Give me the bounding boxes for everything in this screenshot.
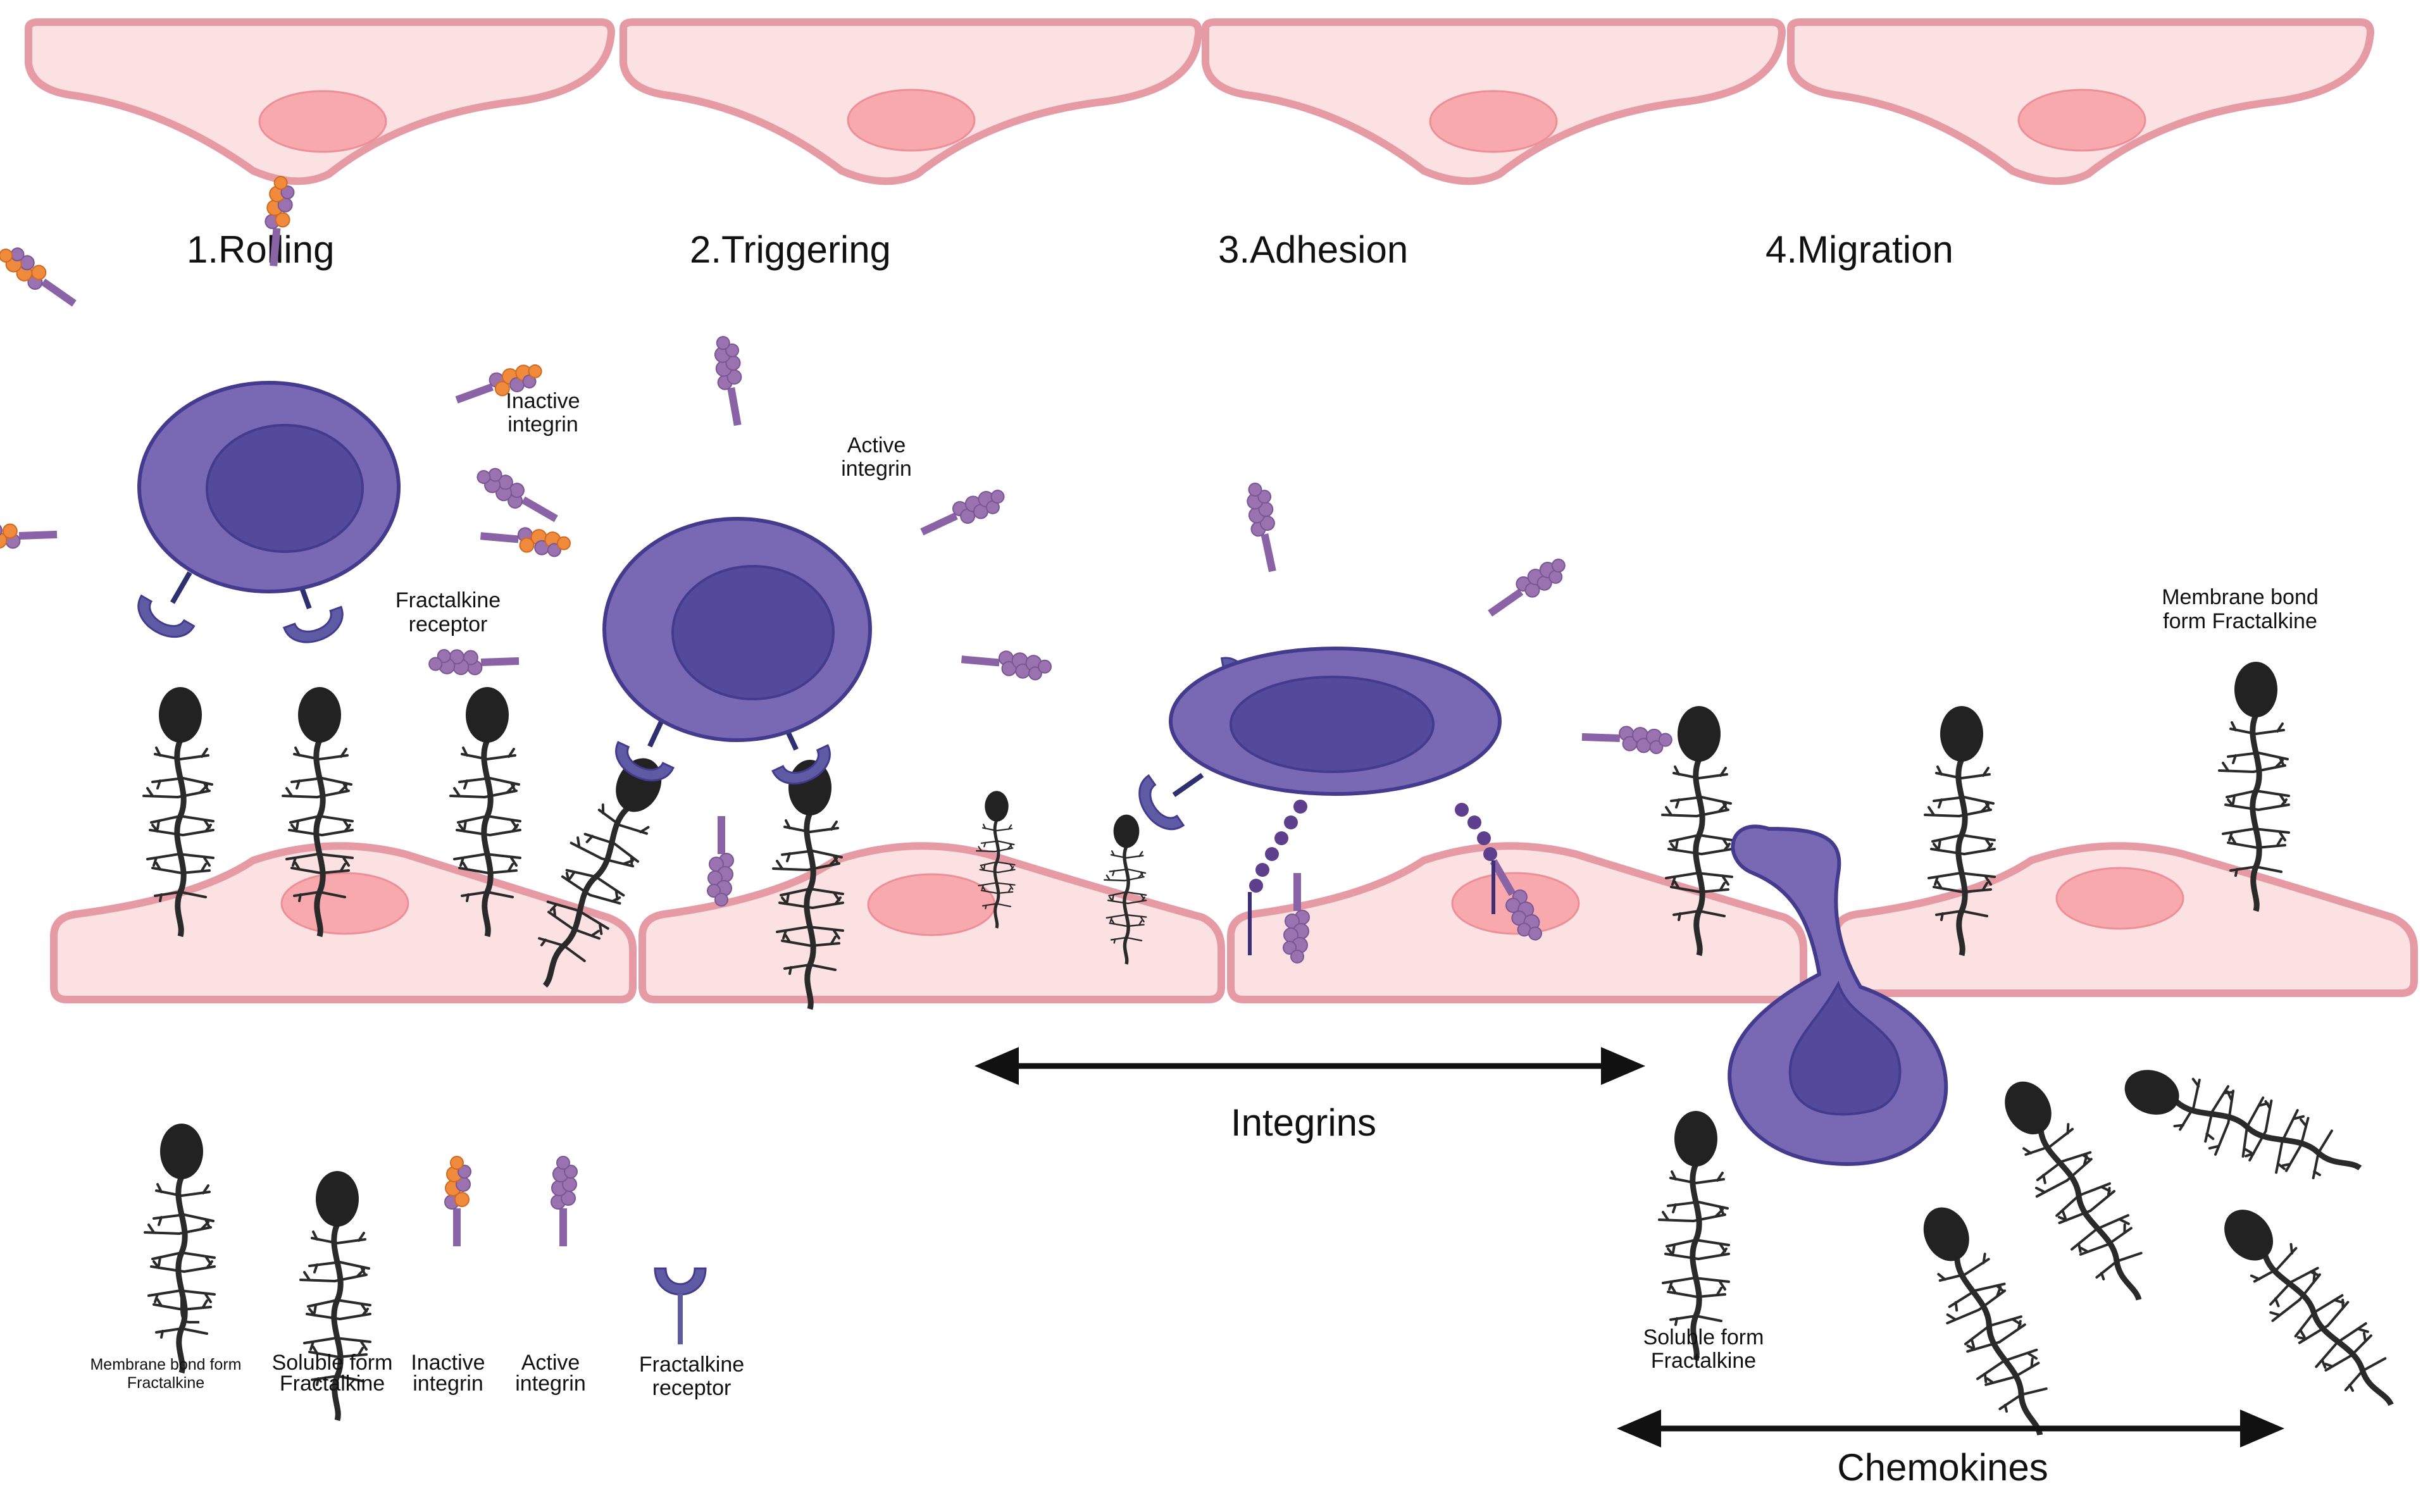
legend-membrane-bond-label-2: Fractalkine <box>127 1374 204 1392</box>
legend-membrane-bond-label-1: Membrane bond form <box>90 1356 241 1373</box>
annotation-membrane-bond-1: Membrane bond <box>2162 585 2319 609</box>
step-label-triggering: 2.Triggering <box>690 228 891 271</box>
legend-soluble-label-2: Fractalkine <box>280 1372 385 1396</box>
annotation-fractalkine-receptor-2: receptor <box>409 612 488 636</box>
legend-active-integrin-icon <box>551 1156 578 1247</box>
legend-receptor-label-1: Fractalkine <box>639 1353 744 1377</box>
annotation-soluble-form-1: Soluble form <box>1643 1325 1764 1349</box>
fractalkine-soluble-2 <box>1902 1195 2070 1451</box>
legend-inactive-label-1: Inactive <box>411 1351 485 1375</box>
top-endothelial-cell-1 <box>25 18 615 185</box>
step-label-adhesion: 3.Adhesion <box>1218 228 1408 271</box>
leukocyte-rolling <box>0 175 572 650</box>
legend-active-label-2: integrin <box>515 1372 586 1396</box>
legend-soluble-label-1: Soluble form <box>272 1351 393 1375</box>
legend-inactive-integrin-icon <box>444 1156 471 1247</box>
legend-active-label-1: Active <box>521 1351 580 1375</box>
annotation-fractalkine-receptor-1: Fractalkine <box>395 588 501 612</box>
top-endothelial-cell-4 <box>1787 18 2374 185</box>
chemokines-label: Chemokines <box>1837 1446 2048 1489</box>
legend: Membrane bond form Fractalkine Soluble f… <box>90 1124 744 1420</box>
bottom-endothelial-row <box>50 842 2418 1003</box>
top-endothelial-cell-2 <box>620 18 1203 185</box>
top-endothelial-cell-3 <box>1202 18 1786 185</box>
step-label-rolling: 1.Rolling <box>187 228 334 271</box>
bottom-endothelial-cell-2 <box>638 842 1225 1003</box>
bottom-endothelial-cell-4 <box>1831 842 2418 997</box>
step-labels: 1.Rolling 2.Triggering 3.Adhesion 4.Migr… <box>187 228 1953 271</box>
step-label-migration: 4.Migration <box>1766 228 1953 271</box>
fractalkine-soluble-5 <box>2203 1193 2417 1428</box>
annotation-inactive-integrin-2: integrin <box>508 412 578 437</box>
annotation-inactive-integrin-1: Inactive <box>506 389 580 413</box>
integrins-label: Integrins <box>1231 1101 1376 1144</box>
annotations: Inactive integrin Active integrin Fracta… <box>395 389 2319 1373</box>
legend-receptor-label-2: receptor <box>652 1376 732 1400</box>
annotation-active-integrin-2: integrin <box>841 457 912 481</box>
leukocyte-triggering <box>428 333 1053 907</box>
top-endothelial-row <box>25 18 2374 185</box>
leukocyte-adhesion <box>1129 480 1673 964</box>
integrins-arrow: Integrins <box>975 1047 1645 1144</box>
leukocyte-migrating <box>1728 824 1948 1167</box>
chemokines-arrow: Chemokines <box>1617 1410 2284 1489</box>
annotation-soluble-form-2: Fractalkine <box>1651 1349 1756 1373</box>
annotation-active-integrin-1: Active <box>847 433 906 457</box>
legend-inactive-label-2: integrin <box>413 1372 483 1396</box>
annotation-membrane-bond-2: form Fractalkine <box>2163 609 2317 633</box>
legend-membrane-bond-icon <box>145 1124 215 1373</box>
legend-receptor-icon <box>654 1267 707 1344</box>
fractalkine-soluble-1 <box>1659 1111 1729 1360</box>
fractalkine-soluble-4 <box>2113 1052 2371 1203</box>
